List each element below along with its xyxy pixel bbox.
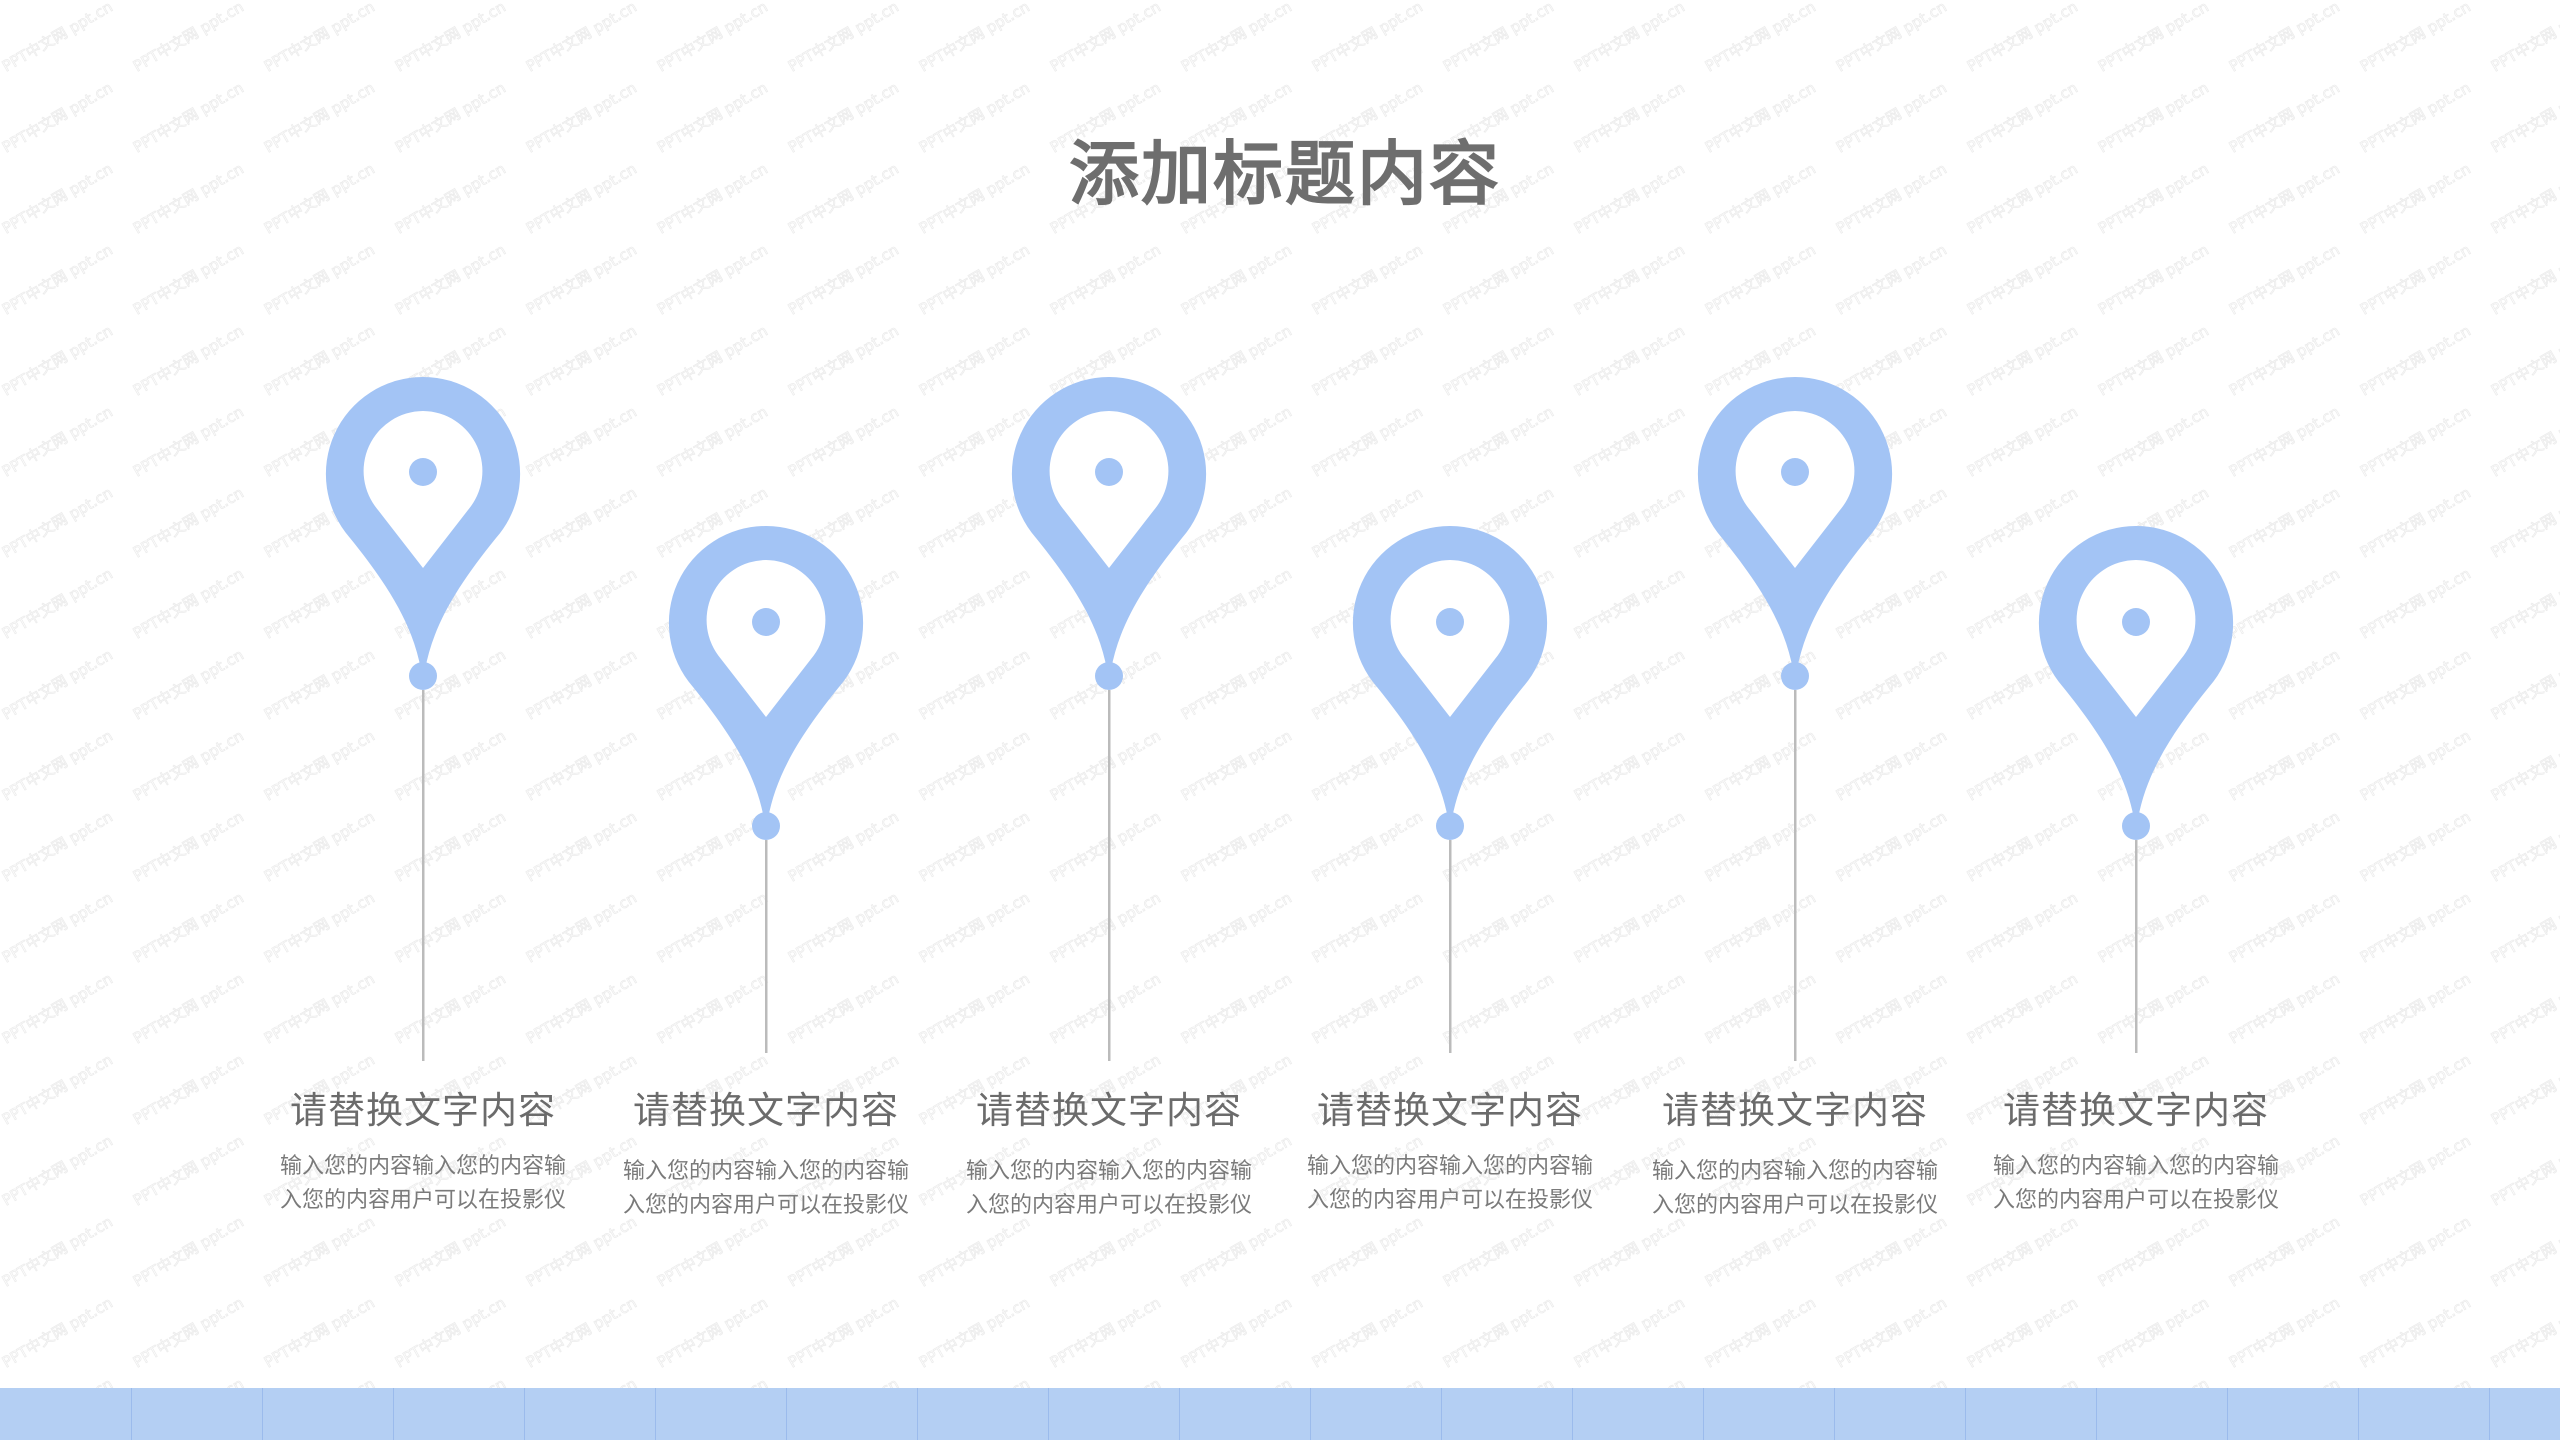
band-divider xyxy=(1441,1388,1442,1440)
item-heading: 请替换文字内容 xyxy=(1317,1089,1583,1132)
band-divider xyxy=(786,1388,787,1440)
item-body-line: 输入您的内容输入您的内容输 xyxy=(1992,1154,2279,1179)
item-body: 输入您的内容输入您的内容输 入您的内容用户可以在投影仪 xyxy=(243,1150,603,1218)
item-body-line: 输入您的内容输入您的内容输 xyxy=(1651,1159,1938,1184)
band-divider xyxy=(262,1388,263,1440)
band-divider xyxy=(1703,1388,1704,1440)
item-body: 输入您的内容输入您的内容输 入您的内容用户可以在投影仪 xyxy=(929,1155,1289,1223)
band-divider xyxy=(1048,1388,1049,1440)
item-heading: 请替换文字内容 xyxy=(2003,1089,2269,1132)
band-divider xyxy=(2358,1388,2359,1440)
item-body: 输入您的内容输入您的内容输 入您的内容用户可以在投影仪 xyxy=(1615,1155,1975,1223)
band-divider xyxy=(2227,1388,2228,1440)
item-body-line: 输入您的内容输入您的内容输 xyxy=(622,1159,909,1184)
band-divider xyxy=(655,1388,656,1440)
item-heading: 请替换文字内容 xyxy=(290,1089,556,1132)
item-heading: 请替换文字内容 xyxy=(976,1089,1242,1132)
location-pin-icon xyxy=(325,376,521,1061)
item-body-line: 入您的内容用户可以在投影仪 xyxy=(279,1188,566,1213)
item-body-line: 入您的内容用户可以在投影仪 xyxy=(622,1193,909,1218)
item-heading: 请替换文字内容 xyxy=(1662,1089,1928,1132)
location-pin-icon xyxy=(668,525,864,1053)
location-pin-icon xyxy=(1011,376,1207,1061)
location-pin-icon xyxy=(1352,525,1548,1053)
timeline-item-2: 请替换文字内容 输入您的内容输入您的内容输 入您的内容用户可以在投影仪 xyxy=(586,0,946,1300)
item-heading: 请替换文字内容 xyxy=(633,1089,899,1132)
band-divider xyxy=(393,1388,394,1440)
item-body-line: 输入您的内容输入您的内容输 xyxy=(965,1159,1252,1184)
band-divider xyxy=(1572,1388,1573,1440)
band-divider xyxy=(917,1388,918,1440)
item-body-line: 入您的内容用户可以在投影仪 xyxy=(965,1193,1252,1218)
item-body-line: 入您的内容用户可以在投影仪 xyxy=(1651,1193,1938,1218)
item-body: 输入您的内容输入您的内容输 入您的内容用户可以在投影仪 xyxy=(586,1155,946,1223)
item-body-line: 入您的内容用户可以在投影仪 xyxy=(1992,1188,2279,1213)
item-body: 输入您的内容输入您的内容输 入您的内容用户可以在投影仪 xyxy=(1956,1150,2316,1218)
location-pin-icon xyxy=(1697,376,1893,1061)
item-body-line: 输入您的内容输入您的内容输 xyxy=(1306,1154,1593,1179)
timeline-item-5: 请替换文字内容 输入您的内容输入您的内容输 入您的内容用户可以在投影仪 xyxy=(1615,0,1975,1300)
band-divider xyxy=(524,1388,525,1440)
bottom-band xyxy=(0,1388,2560,1440)
location-pin-icon xyxy=(2038,525,2234,1053)
item-body-line: 输入您的内容输入您的内容输 xyxy=(279,1154,566,1179)
band-divider xyxy=(1179,1388,1180,1440)
band-divider xyxy=(1965,1388,1966,1440)
band-divider xyxy=(131,1388,132,1440)
timeline-item-4: 请替换文字内容 输入您的内容输入您的内容输 入您的内容用户可以在投影仪 xyxy=(1270,0,1630,1300)
timeline-item-6: 请替换文字内容 输入您的内容输入您的内容输 入您的内容用户可以在投影仪 xyxy=(1956,0,2316,1300)
band-divider xyxy=(2489,1388,2490,1440)
band-divider xyxy=(1834,1388,1835,1440)
item-body-line: 入您的内容用户可以在投影仪 xyxy=(1306,1188,1593,1213)
timeline-item-1: 请替换文字内容 输入您的内容输入您的内容输 入您的内容用户可以在投影仪 xyxy=(243,0,603,1300)
timeline-item-3: 请替换文字内容 输入您的内容输入您的内容输 入您的内容用户可以在投影仪 xyxy=(929,0,1289,1300)
band-divider xyxy=(1310,1388,1311,1440)
band-divider xyxy=(2096,1388,2097,1440)
item-body: 输入您的内容输入您的内容输 入您的内容用户可以在投影仪 xyxy=(1270,1150,1630,1218)
